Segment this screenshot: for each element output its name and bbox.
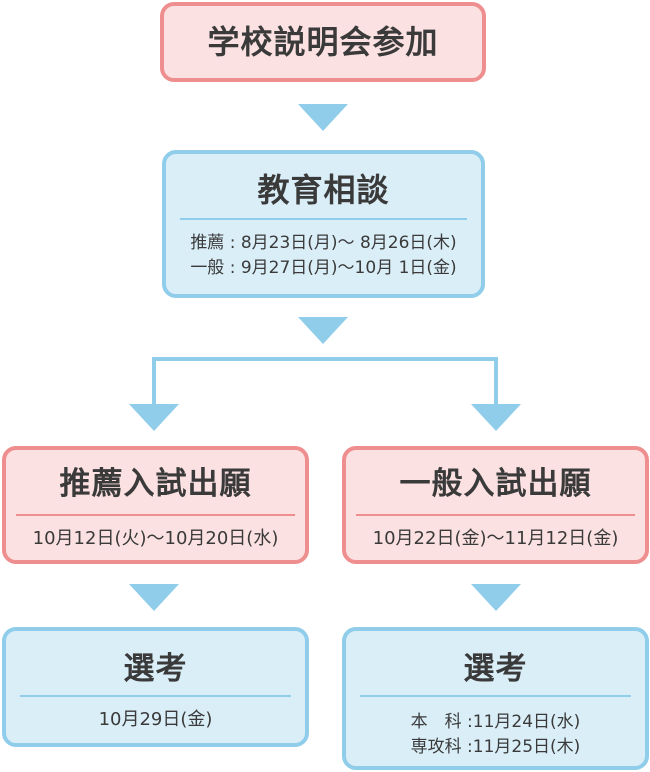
divider bbox=[20, 695, 291, 697]
divider bbox=[356, 514, 635, 516]
step-consultation: 教育相談 推薦 : 8月23日(月)～ 8月26日(木) 一般 : 9月27日(… bbox=[162, 150, 485, 298]
step-recommendation-selection-title: 選考 bbox=[123, 651, 188, 687]
consultation-general-dates: 一般 : 9月27日(月)～10月 1日(金) bbox=[190, 258, 457, 278]
arrow-down-icon bbox=[298, 317, 348, 344]
step-general-application: 一般入試出願 10月22日(金)～11月12日(金) bbox=[342, 446, 649, 564]
consultation-recommendation-dates: 推薦 : 8月23日(月)～ 8月26日(木) bbox=[190, 233, 457, 253]
arrow-down-icon bbox=[129, 404, 179, 431]
step-recommendation-application-title: 推薦入試出願 bbox=[59, 466, 252, 502]
arrow-down-icon bbox=[471, 404, 521, 431]
step-general-selection: 選考 本 科 :11月24日(水) 専攻科 :11月25日(木) bbox=[342, 627, 649, 770]
step-info-session: 学校説明会参加 bbox=[160, 2, 486, 82]
general-selection-advanced-course-date: 専攻科 :11月25日(木) bbox=[410, 737, 581, 757]
arrow-down-icon bbox=[471, 584, 521, 611]
branch-connector-right bbox=[494, 357, 498, 405]
branch-connector bbox=[152, 357, 498, 361]
divider bbox=[360, 695, 631, 697]
step-general-application-title: 一般入試出願 bbox=[399, 466, 592, 502]
step-general-selection-title: 選考 bbox=[463, 651, 528, 687]
arrow-down-icon bbox=[129, 584, 179, 611]
divider bbox=[180, 218, 467, 220]
general-application-dates: 10月22日(金)～11月12日(金) bbox=[372, 528, 619, 549]
branch-connector-left bbox=[152, 357, 156, 405]
divider bbox=[16, 514, 295, 516]
step-info-session-title: 学校説明会参加 bbox=[207, 23, 439, 61]
step-consultation-title: 教育相談 bbox=[257, 171, 390, 209]
general-selection-main-course-date: 本 科 :11月24日(水) bbox=[410, 712, 581, 732]
arrow-down-icon bbox=[298, 104, 348, 131]
step-recommendation-application: 推薦入試出願 10月12日(火)～10月20日(水) bbox=[2, 446, 309, 564]
step-recommendation-selection: 選考 10月29日(金) bbox=[2, 627, 309, 747]
recommendation-selection-date: 10月29日(金) bbox=[98, 709, 213, 730]
recommendation-application-dates: 10月12日(火)～10月20日(水) bbox=[32, 528, 279, 549]
